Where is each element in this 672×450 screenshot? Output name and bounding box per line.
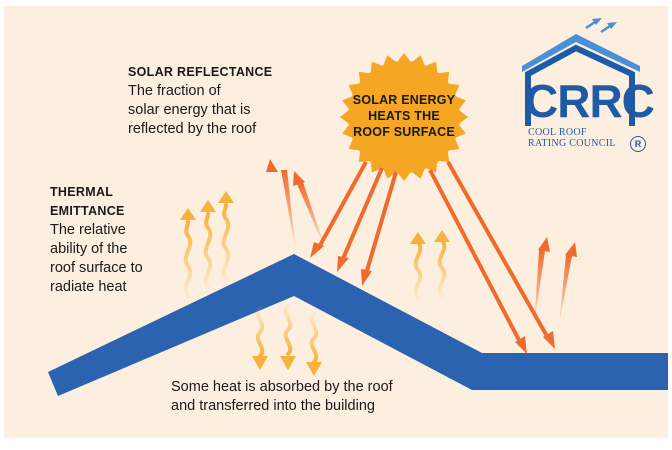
heat-wave	[183, 220, 193, 298]
thermal-emittance-title: THERMAL	[50, 185, 114, 199]
heat-wave	[437, 238, 447, 298]
incoming-ray	[310, 161, 368, 258]
incoming-ray	[337, 167, 384, 272]
reflected-ray-left-1	[266, 159, 296, 253]
solar-reflectance-title: SOLAR REFLECTANCE	[128, 65, 273, 79]
sun-caption: SOLAR ENERGY HEATS THE ROOF SURFACE	[352, 93, 456, 139]
heat-wave	[203, 212, 213, 290]
crrc-logo-subtitle: COOL ROOF RATING COUNCIL	[528, 127, 616, 149]
thermal-emission-waves	[183, 203, 447, 300]
sun-icon	[340, 53, 468, 181]
incoming-ray	[361, 171, 398, 286]
incoming-ray	[428, 169, 527, 354]
absorbed-wave	[309, 312, 319, 364]
reflected-solar-rays	[266, 159, 577, 326]
heat-wave	[221, 203, 231, 281]
diagram-canvas: SOLAR REFLECTANCE The fraction of solar …	[4, 6, 668, 438]
thermal-wave-heads	[180, 191, 450, 244]
roof	[48, 254, 668, 396]
absorbed-heat-waves	[255, 304, 319, 364]
crrc-logo-house-icon	[522, 18, 640, 126]
registered-mark-icon: R	[630, 136, 646, 152]
absorbed-wave	[255, 306, 265, 358]
solar-reflectance-label: SOLAR REFLECTANCE The fraction of solar …	[128, 65, 273, 137]
incoming-ray	[446, 161, 555, 349]
thermal-emittance-label: THERMAL EMITTANCE The relative ability o…	[50, 185, 143, 295]
absorbed-heat-caption: Some heat is absorbed by the roof and tr…	[171, 379, 393, 414]
crrc-logo-letters: CRRC	[525, 75, 655, 127]
reflected-ray-right-2	[559, 242, 577, 324]
reflected-ray-right-1	[534, 237, 550, 326]
absorbed-wave-heads	[252, 356, 322, 376]
incoming-solar-rays	[310, 161, 555, 354]
diagram-artwork	[48, 18, 668, 396]
heat-wave	[413, 240, 423, 300]
absorbed-wave	[283, 304, 293, 356]
reflected-ray-left-2	[293, 171, 326, 251]
